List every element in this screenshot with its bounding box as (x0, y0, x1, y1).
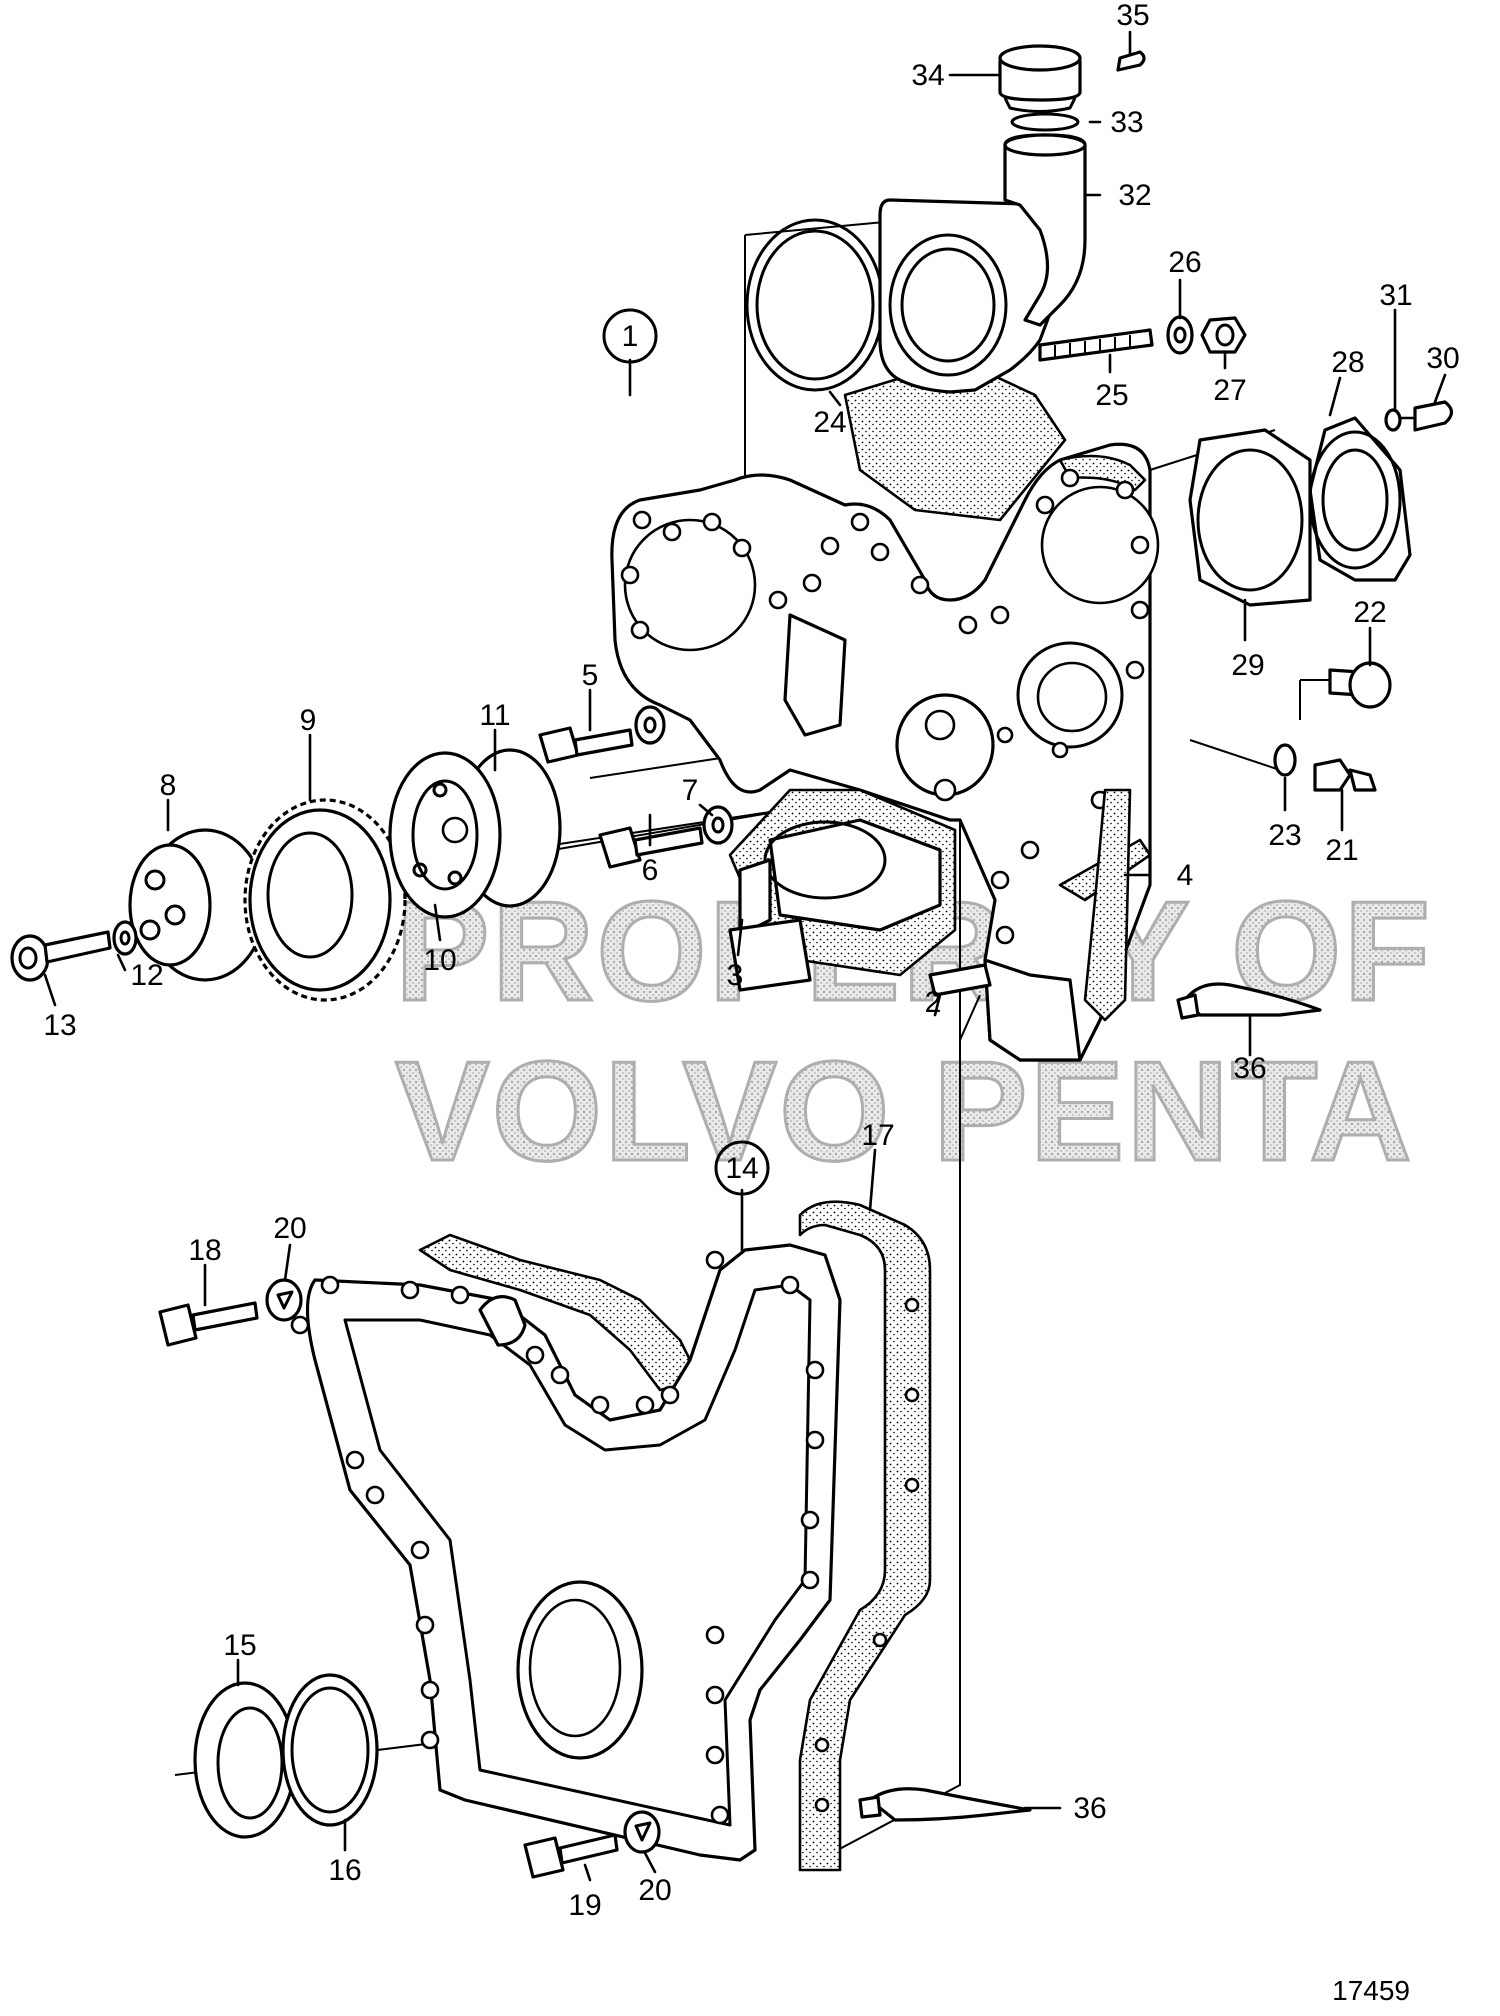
sealant-tube-upper-cap (1176, 993, 1200, 1020)
water-pump (728, 788, 957, 992)
callout-3: 3 (727, 959, 744, 992)
callout-1-circle (602, 308, 658, 364)
bolt-18-washer-20 (158, 1278, 303, 1347)
stud-washer-nut (1038, 315, 1247, 362)
callout-14: 14 (725, 1152, 758, 1185)
bolt-5 (538, 705, 666, 764)
callout-28: 28 (1331, 346, 1364, 379)
callout-27: 27 (1213, 374, 1246, 407)
callout-1: 1 (622, 320, 639, 353)
callout-5: 5 (582, 659, 599, 692)
seal-15 (193, 1681, 297, 1839)
callout-34: 34 (911, 59, 944, 92)
callout-9: 9 (300, 704, 317, 737)
callout-35: 35 (1116, 0, 1149, 32)
callout-31: 31 (1379, 279, 1412, 312)
callout-30: 30 (1426, 342, 1459, 375)
callout-labels: 1 2 3 4 5 6 7 8 9 10 11 12 13 14 15 16 1… (43, 0, 1459, 1922)
callout-10: 10 (423, 944, 456, 977)
callout-6: 6 (642, 854, 659, 887)
callout-4: 4 (1177, 859, 1194, 892)
callout-32: 32 (1118, 179, 1151, 212)
gasket-4 (1083, 788, 1132, 1022)
callout-2: 2 (925, 986, 942, 1019)
timing-gear-9 (243, 798, 407, 1002)
callout-19: 19 (568, 1889, 601, 1922)
callout-24: 24 (813, 406, 846, 439)
leader-lines (43, 30, 1447, 1882)
callout-36-upper: 36 (1233, 1052, 1266, 1085)
callout-36-lower: 36 (1073, 1792, 1106, 1825)
flange-10-11 (388, 748, 562, 919)
cover-gasket-17 (418, 1200, 932, 1872)
callout-21: 21 (1325, 834, 1358, 867)
callout-26: 26 (1168, 246, 1201, 279)
cover-bolt-holes (290, 1250, 825, 1825)
callout-33: 33 (1110, 106, 1143, 139)
sealant-tube-lower (868, 1787, 1032, 1822)
callout-17: 17 (861, 1119, 894, 1152)
sealant-tube-lower-cap (858, 1795, 882, 1819)
callout-29: 29 (1231, 649, 1264, 682)
callout-7: 7 (682, 774, 699, 807)
watermark-line-2: VOLVO PENTA (395, 1032, 1414, 1191)
callout-18: 18 (188, 1234, 221, 1267)
callout-20-upper: 20 (273, 1212, 306, 1245)
bolt-19-washer-20 (523, 1810, 661, 1879)
callout-23: 23 (1268, 819, 1301, 852)
callout-25: 25 (1095, 379, 1128, 412)
gear-hub-8 (128, 828, 267, 982)
callout-20-lower: 20 (638, 1874, 671, 1907)
bolt-6 (598, 805, 734, 869)
figure-number: 17459 (1332, 1975, 1410, 2006)
timing-cover-14 (290, 1243, 842, 1862)
callout-15: 15 (223, 1629, 256, 1662)
bolt-13-washer-12 (10, 920, 138, 982)
callout-8: 8 (160, 769, 177, 802)
thermostat-housing (745, 44, 1146, 394)
callout-16: 16 (328, 1854, 361, 1887)
side-cover-assembly (1188, 400, 1454, 607)
callout-12: 12 (130, 959, 163, 992)
sealant-tube-upper (1183, 982, 1322, 1017)
callout-22: 22 (1353, 596, 1386, 629)
seal-16 (281, 1673, 379, 1827)
callout-11: 11 (479, 699, 510, 732)
dowel-2 (928, 963, 992, 997)
plug-sender (1273, 661, 1392, 792)
callout-13: 13 (43, 1009, 76, 1042)
timing-gear-casing (610, 358, 1160, 1062)
callout-14-circle (714, 1140, 770, 1196)
